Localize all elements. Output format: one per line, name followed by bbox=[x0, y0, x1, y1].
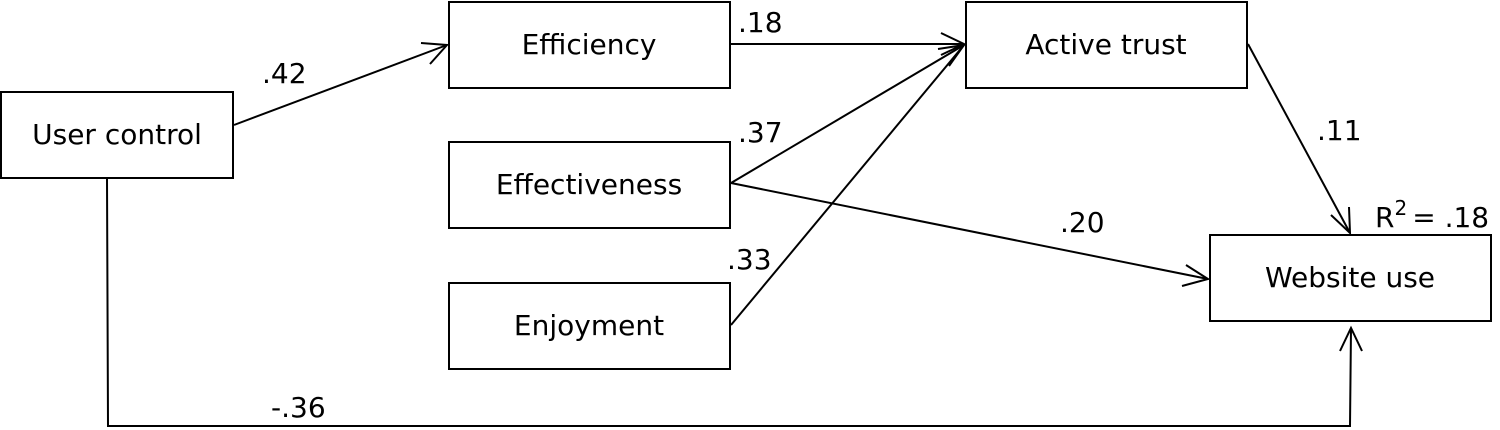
r-squared-annotation: R2= .18 bbox=[1375, 196, 1489, 234]
node-active-trust: Active trust bbox=[965, 1, 1248, 89]
r-squared-value: = .18 bbox=[1412, 201, 1489, 234]
node-label: Website use bbox=[1265, 261, 1435, 294]
r-squared-symbol: R bbox=[1375, 201, 1394, 234]
edge-user-control-to-website-use bbox=[106, 177, 1363, 427]
coef-efficiency-active-trust: .18 bbox=[738, 6, 783, 39]
node-efficiency: Efficiency bbox=[448, 1, 731, 89]
edge-effectiveness-to-active-trust bbox=[730, 43, 967, 184]
edge-user-control-to-efficiency bbox=[233, 42, 450, 126]
node-user-control: User control bbox=[0, 91, 234, 179]
node-website-use: Website use bbox=[1209, 234, 1492, 322]
coef-effectiveness-website-use: .20 bbox=[1060, 206, 1105, 239]
node-effectiveness: Effectiveness bbox=[448, 141, 731, 229]
coef-active-trust-website-use: .11 bbox=[1317, 114, 1362, 147]
coef-effectiveness-active-trust: .37 bbox=[738, 116, 783, 149]
node-label: Active trust bbox=[1025, 28, 1186, 61]
edge-active-trust-to-website-use bbox=[1247, 43, 1352, 236]
node-label: Efficiency bbox=[522, 28, 657, 61]
coef-user-control-website-use: -.36 bbox=[271, 391, 326, 424]
node-label: Effectiveness bbox=[496, 168, 682, 201]
edge-enjoyment-to-active-trust bbox=[730, 44, 965, 326]
node-label: User control bbox=[32, 118, 202, 151]
edge-effectiveness-to-website-use bbox=[730, 182, 1211, 287]
coef-user-control-efficiency: .42 bbox=[262, 57, 307, 90]
coef-enjoyment-active-trust: .33 bbox=[727, 243, 772, 276]
node-enjoyment: Enjoyment bbox=[448, 282, 731, 370]
node-label: Enjoyment bbox=[514, 309, 664, 342]
r-squared-superscript: 2 bbox=[1394, 196, 1407, 220]
